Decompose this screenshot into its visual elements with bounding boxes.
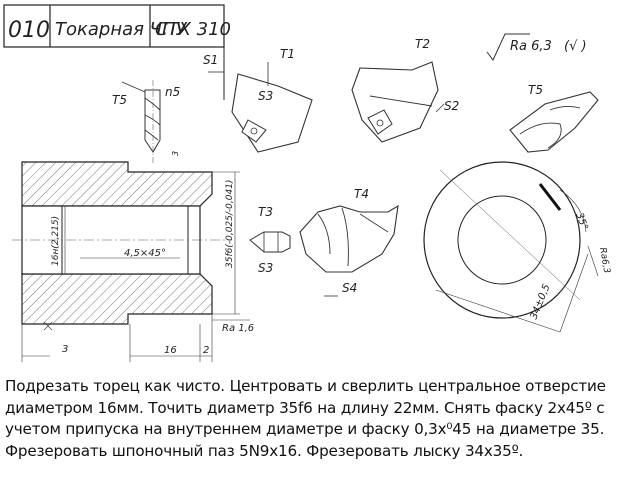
drill-tool-t5-right: T5 [509,83,599,153]
label-t1: T1 [280,47,295,61]
dim-ra16: Ra 1,6 [222,323,254,334]
dim-outer-diameter: 35f6(-0,025/-0,041) [225,180,235,268]
instruction-text: Подрезать торец как чисто. Центровать и … [5,377,606,460]
dim-ra63-side: Ra6,3 [597,247,611,275]
roughness-paren: (√ ) [564,39,587,54]
cutting-tool-t1: T1 S1 S3 [203,47,313,153]
dim-len-2: 2 [203,345,209,356]
label-t2: T2 [415,37,430,51]
dim-len-16: 16 [164,345,177,356]
machine-name: СТХ 310 [155,19,231,40]
dim-chamfer: 4,5×45° [124,248,166,259]
roughness-mark: Ra 6,3 (√ ) [486,33,587,61]
label-s3: S3 [258,261,273,275]
dim-bore-diameter: 16н(2,215) [51,216,61,266]
part-section-view: 16н(2,215) 35f6(-0,025/-0,041) 4,5×45° R… [12,161,254,362]
roughness-value: Ra 6,3 [510,39,552,54]
title-block: 010 Токарная ЧПУ СТХ 310 [3,4,231,100]
cutting-tool-t4: T4 S4 [299,187,399,297]
technical-drawing: 010 Токарная ЧПУ СТХ 310 Ra 6,3 (√ ) n5 … [3,4,611,362]
label-t3: T3 [258,205,273,219]
label-s1: S1 [203,53,218,67]
label-n5: n5 [165,85,180,99]
label-s4: S4 [342,281,357,295]
label-t4: T4 [354,187,369,201]
dim-len-3: 3 [62,344,68,355]
drill-tool-t5-left: n5 T5 3 [112,80,180,165]
cutting-tool-t3: T3 S3 [249,205,291,275]
operation-name: Токарная ЧПУ [55,19,188,40]
operation-number: 010 [8,18,50,43]
part-end-view: 35° Ra6,3 34±0,5 [423,161,611,333]
label-s3-top: S3 [258,89,273,103]
cutting-tool-t2: T2 S2 [351,37,459,143]
drill-small-dim: 3 [171,151,180,156]
label-s2: S2 [444,99,459,113]
label-t5-left: T5 [112,93,127,107]
label-t5-right: T5 [528,83,543,97]
